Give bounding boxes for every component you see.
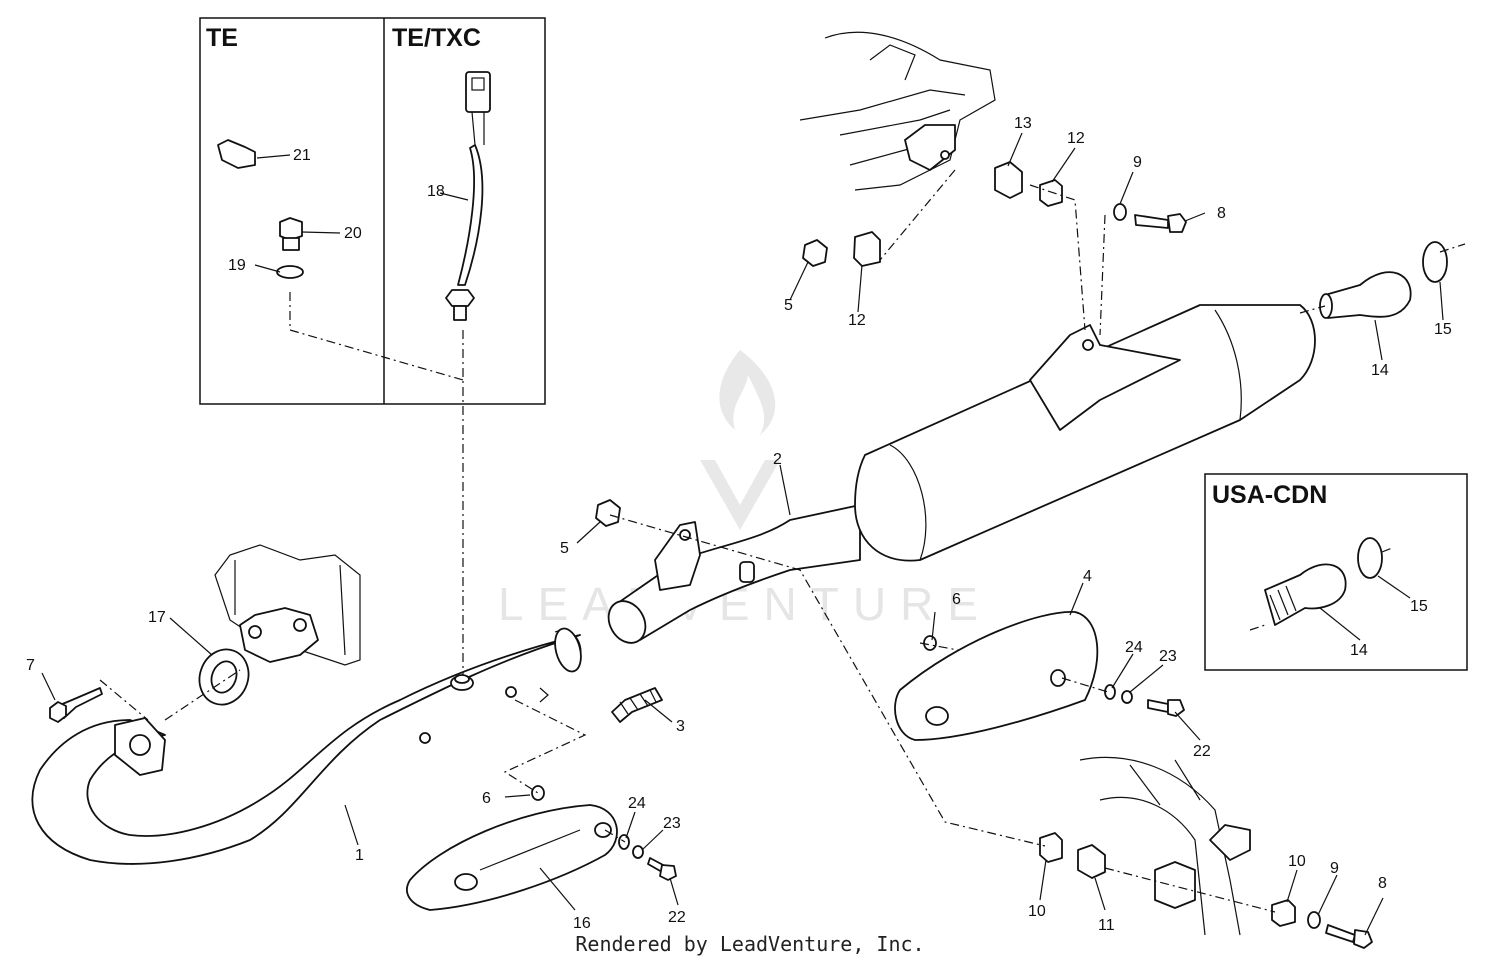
callout-9-lower: 9 — [1330, 860, 1339, 877]
box-label-te-txc: TE/TXC — [392, 24, 481, 52]
callout-numbers: 1 2 3 4 5 5 6 6 7 8 8 9 9 10 10 11 12 12… — [26, 115, 1452, 934]
callout-4: 4 — [1083, 568, 1092, 585]
bushing-12-upper — [1039, 179, 1063, 207]
callout-1: 1 — [355, 847, 364, 864]
callout-6-upper: 6 — [952, 591, 961, 608]
callout-22-left: 22 — [668, 909, 686, 926]
callout-22-right: 22 — [1193, 743, 1211, 760]
callout-23-left: 23 — [663, 815, 681, 832]
frame-sketch-bottom — [1079, 756, 1251, 936]
callout-6-lower: 6 — [482, 790, 491, 807]
callout-20: 20 — [344, 225, 362, 242]
assembly-reference-lines — [99, 169, 1466, 913]
washer-9-upper — [1113, 203, 1127, 221]
bolt-8-upper — [1134, 214, 1169, 229]
sensor-18 — [445, 71, 491, 321]
callout-23-right: 23 — [1159, 648, 1177, 665]
callout-9-upper: 9 — [1133, 154, 1142, 171]
callout-24-right: 24 — [1125, 639, 1143, 656]
rubber-grommet-13 — [994, 161, 1023, 199]
callout-14-usa: 14 — [1350, 642, 1368, 659]
callout-10-right: 10 — [1288, 853, 1306, 870]
callout-8-lower: 8 — [1378, 875, 1387, 892]
callout-5-lower: 5 — [560, 540, 569, 557]
gasket-17 — [198, 648, 250, 706]
callout-13: 13 — [1014, 115, 1032, 132]
callout-5-upper: 5 — [784, 297, 793, 314]
bolt-8-lower — [1325, 924, 1356, 943]
heat-shield-16 — [406, 804, 618, 911]
box-label-usa-cdn: USA-CDN — [1212, 481, 1327, 509]
header-pipe-1 — [31, 627, 582, 865]
spark-arrestor-14 — [1319, 271, 1412, 319]
inset-te-txc: TE TE/TXC — [199, 17, 546, 405]
bushing-12-lower — [853, 231, 881, 267]
clamp-ring-15-usa — [1357, 537, 1383, 579]
clamp-ring-15 — [1422, 241, 1448, 283]
spring-3 — [611, 687, 663, 723]
bolt-22-right — [1147, 699, 1169, 713]
callout-21: 21 — [293, 147, 311, 164]
box-label-te: TE — [206, 24, 238, 52]
washer-24-right — [1104, 684, 1116, 700]
callout-17: 17 — [148, 609, 166, 626]
frame-sketch-top — [799, 31, 996, 191]
leadventure-watermark: LEADVENTURE — [498, 350, 978, 630]
nut-5-upper — [802, 239, 828, 267]
callout-15-usa: 15 — [1410, 598, 1428, 615]
nut-5-lower — [595, 499, 621, 527]
silencer-2 — [607, 304, 1316, 644]
washer-23-right — [1121, 690, 1133, 704]
callout-19: 19 — [228, 257, 246, 274]
engine-sketch — [214, 544, 361, 666]
spark-arrestor-14-usa — [1264, 563, 1347, 626]
callout-12-upper: 12 — [1067, 130, 1085, 147]
footer-credit: Rendered by LeadVenture, Inc. — [575, 932, 925, 956]
callout-14-main: 14 — [1371, 362, 1389, 379]
callout-7: 7 — [26, 657, 35, 674]
callout-24-left: 24 — [628, 795, 646, 812]
callout-2: 2 — [773, 451, 782, 468]
hardware-parts — [531, 161, 1373, 949]
washer-9-lower — [1307, 911, 1321, 929]
callout-15-main: 15 — [1434, 321, 1452, 338]
washer-6-lower — [531, 785, 545, 801]
washer-6-upper — [923, 635, 937, 651]
callout-16: 16 — [573, 915, 591, 932]
inset-usa-cdn: USA-CDN — [1204, 473, 1468, 671]
bolt-7 — [49, 687, 103, 723]
washer-23-left — [632, 845, 644, 859]
plug-21 — [217, 139, 256, 169]
o-ring-19 — [276, 265, 304, 279]
callout-8-upper: 8 — [1217, 205, 1226, 222]
grommet-11 — [1077, 844, 1106, 879]
bushing-10-right — [1271, 899, 1296, 927]
callout-10-left: 10 — [1028, 903, 1046, 920]
callout-18: 18 — [427, 183, 445, 200]
callout-11: 11 — [1098, 917, 1115, 934]
callout-3: 3 — [676, 718, 685, 735]
plug-20 — [279, 217, 303, 251]
callout-leaders — [41, 132, 1444, 936]
bushing-10-left — [1039, 832, 1063, 863]
callout-12-lower: 12 — [848, 312, 866, 329]
heat-shield-4 — [894, 611, 1099, 741]
